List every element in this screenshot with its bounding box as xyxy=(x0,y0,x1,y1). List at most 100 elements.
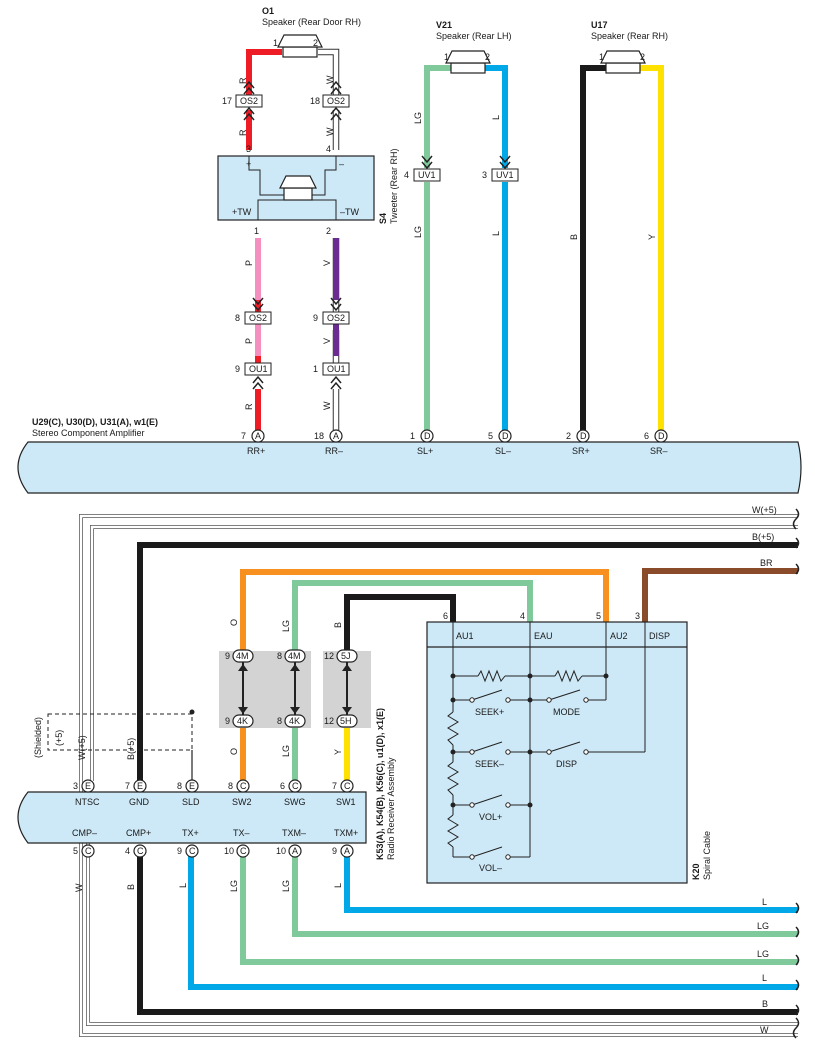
connector-ou1: OU1 OU1 9 1 xyxy=(235,362,350,390)
p5-label: (+5) xyxy=(54,730,64,746)
u17-pin1: 1 xyxy=(599,52,604,62)
svg-text:D: D xyxy=(424,431,431,441)
k20-pin5: 5 xyxy=(596,611,601,621)
svg-text:A: A xyxy=(292,846,298,856)
wire-label-y-2: Y xyxy=(333,749,343,755)
wire-tx-minus-lg xyxy=(240,852,798,965)
svg-text:C: C xyxy=(344,781,351,791)
wire-label-lg-4: LG xyxy=(757,949,769,959)
wire-label-r-2: R xyxy=(238,129,248,136)
svg-text:1: 1 xyxy=(313,364,318,374)
wire-label-b-4: B xyxy=(126,884,136,890)
radio-receiver-body xyxy=(17,791,367,844)
k20-pin6: 6 xyxy=(443,611,448,621)
switch-seek-plus: SEEK+ xyxy=(475,707,504,717)
wire-label-l-5: L xyxy=(178,883,188,888)
wire-label-p-2: P xyxy=(244,338,254,344)
wire-label-o-1: O xyxy=(229,619,239,626)
wire-label-b-2: B xyxy=(762,999,768,1009)
svg-text:SL+: SL+ xyxy=(417,446,433,456)
wire-label-w5: W(+5) xyxy=(752,505,777,515)
connector-os2-top: OS2 OS2 17 18 xyxy=(222,80,350,121)
wire-label-r-1: R xyxy=(238,77,248,84)
svg-text:3: 3 xyxy=(73,781,78,791)
v21-code: V21 xyxy=(436,20,452,30)
k20-code: K20 xyxy=(691,863,701,880)
svg-text:9: 9 xyxy=(313,313,318,323)
svg-text:GND: GND xyxy=(129,797,150,807)
wire-sr-minus-y xyxy=(637,65,664,430)
o1-pin1: 1 xyxy=(273,38,278,48)
svg-text:7: 7 xyxy=(125,781,130,791)
o1-speaker-icon xyxy=(277,34,323,58)
svg-text:E: E xyxy=(137,781,143,791)
svg-text:9: 9 xyxy=(332,846,337,856)
svg-text:18: 18 xyxy=(314,431,324,441)
wire-label-w-1: W xyxy=(325,75,335,84)
s4-code: S4 xyxy=(378,213,388,224)
u17-name: Speaker (Rear RH) xyxy=(591,31,668,41)
radio-code: K53(A), K54(B), K56(C), u1(D), x1(E) xyxy=(375,708,385,860)
k20-pin3: 3 xyxy=(635,611,640,621)
amplifier-body xyxy=(17,441,802,494)
wire-label-y-1: Y xyxy=(647,234,657,240)
radio-name: Radio Receiver Assembly xyxy=(386,757,396,860)
amp-pins: A A D D D D 7 18 1 5 2 6 RR+ RR– SL+ SL–… xyxy=(241,429,668,456)
svg-text:SR+: SR+ xyxy=(572,446,590,456)
svg-text:3: 3 xyxy=(482,170,487,180)
wire-label-w-5: W xyxy=(74,883,84,892)
svg-text:C: C xyxy=(240,781,247,791)
s4-name: Tweeter (Rear RH) xyxy=(389,148,399,224)
svg-text:SL–: SL– xyxy=(495,446,511,456)
wire-label-lg-6: LG xyxy=(281,745,291,757)
s4-pin4: 4 xyxy=(326,144,331,154)
svg-text:5J: 5J xyxy=(341,651,351,661)
switch-disp: DISP xyxy=(556,759,577,769)
wire-label-lg-3: LG xyxy=(757,921,769,931)
wire-label-w-2: W xyxy=(325,127,335,136)
wire-label-v-2: V xyxy=(322,338,332,344)
switch-vol-minus: VOL– xyxy=(479,863,502,873)
wire-sr-plus-b xyxy=(580,65,607,430)
svg-text:E: E xyxy=(189,781,195,791)
svg-text:4K: 4K xyxy=(289,716,300,726)
svg-text:4: 4 xyxy=(404,170,409,180)
svg-text:SWG: SWG xyxy=(284,797,306,807)
o1-name: Speaker (Rear Door RH) xyxy=(262,17,361,27)
s4-plus-tw: +TW xyxy=(232,207,252,217)
svg-text:12: 12 xyxy=(324,651,334,661)
svg-text:7: 7 xyxy=(332,781,337,791)
wire-label-o-2: O xyxy=(229,748,239,755)
wire-txm-minus-lg xyxy=(292,852,798,937)
svg-text:CMP–: CMP– xyxy=(72,828,97,838)
svg-text:A: A xyxy=(333,431,339,441)
k20-au1: AU1 xyxy=(456,631,474,641)
wire-tx-plus-l xyxy=(188,852,798,990)
connector-uv1: UV1 UV1 4 3 xyxy=(404,155,519,182)
svg-text:OS2: OS2 xyxy=(249,313,267,323)
svg-text:8: 8 xyxy=(177,781,182,791)
wire-label-p-1: P xyxy=(244,260,254,266)
switch-vol-plus: VOL+ xyxy=(479,812,502,822)
svg-text:C: C xyxy=(85,846,92,856)
svg-text:NTSC: NTSC xyxy=(75,797,100,807)
s4-pin2: 2 xyxy=(326,226,331,236)
s4-minus-tw: –TW xyxy=(340,207,360,217)
wire-label-w-3: W xyxy=(322,401,332,410)
svg-text:UV1: UV1 xyxy=(418,170,436,180)
svg-text:CMP+: CMP+ xyxy=(126,828,151,838)
wire-gnd-b xyxy=(137,542,798,1015)
svg-text:4M: 4M xyxy=(236,651,249,661)
svg-text:SW1: SW1 xyxy=(336,797,356,807)
u17-code: U17 xyxy=(591,20,608,30)
o1-pin2: 2 xyxy=(313,38,318,48)
svg-text:C: C xyxy=(137,846,144,856)
wire-label-l-2: L xyxy=(491,231,501,236)
wire-label-l-3: L xyxy=(762,897,767,907)
wire-label-lg-1: LG xyxy=(413,112,423,124)
wire-label-v-1: V xyxy=(322,260,332,266)
switch-mode: MODE xyxy=(553,707,580,717)
svg-text:5: 5 xyxy=(488,431,493,441)
svg-text:9: 9 xyxy=(235,364,240,374)
svg-text:5H: 5H xyxy=(340,716,352,726)
